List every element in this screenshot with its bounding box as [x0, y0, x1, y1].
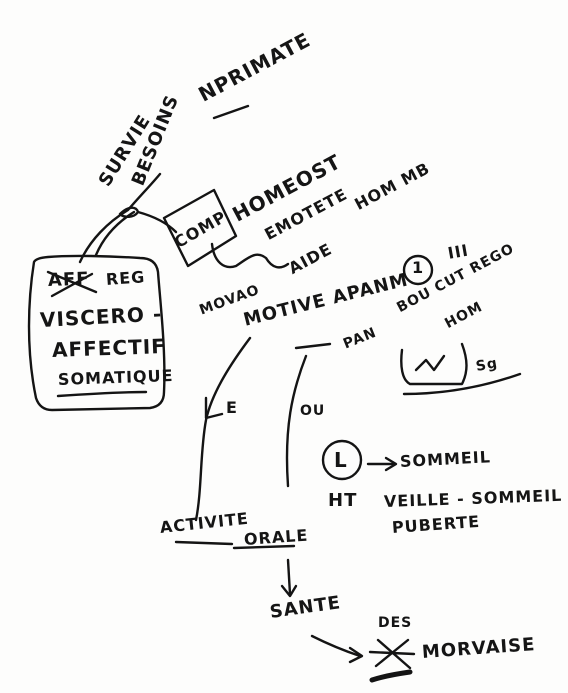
circle-one-outline — [402, 254, 434, 286]
somatique-underline — [56, 390, 148, 398]
label-circle-l: L — [334, 448, 348, 472]
heavy-underline — [369, 669, 413, 683]
crossed-mark-stroke-3 — [368, 650, 416, 656]
aff-cross-2 — [50, 272, 94, 298]
comp-box-outline — [162, 188, 238, 268]
arrow-down-to-sante — [286, 558, 292, 596]
box-sketch — [400, 342, 468, 386]
arrow-e-head — [204, 396, 224, 420]
label-roman-three: III — [446, 240, 471, 263]
left-box-outline — [27, 254, 166, 412]
box-line-viscero: VISCERO - — [39, 301, 163, 332]
comp-squiggle — [210, 242, 290, 269]
box-handle-stroke-2 — [94, 210, 136, 257]
label-des: DES — [378, 615, 413, 631]
label-sommeil: SOMMEIL — [399, 447, 492, 471]
activite-underline — [174, 540, 234, 546]
circle-l-outline — [321, 439, 363, 481]
label-ht: HT — [328, 490, 358, 511]
label-arrow-e: E — [226, 398, 238, 417]
label-circle-one: 1 — [412, 258, 425, 277]
box-line-somatique: SOMATIQUE — [57, 365, 174, 389]
label-orale: ORALE — [243, 525, 309, 549]
pan-line — [294, 342, 332, 350]
orale-underline — [232, 544, 296, 550]
label-sg: Sg — [474, 355, 500, 375]
arrow-down-head — [280, 584, 298, 598]
arrow-to-sommeil-head — [384, 456, 398, 472]
box-line-affectif: AFFECTIF — [51, 334, 167, 362]
label-ou: OU — [300, 403, 326, 419]
box-handle-stroke — [78, 172, 162, 264]
nprimate-underline — [212, 104, 250, 120]
curve-to-comp — [136, 210, 178, 234]
box-line-reg: REG — [105, 267, 146, 289]
aff-cross — [46, 270, 98, 294]
curve-ou — [285, 354, 308, 488]
box-line-aff: AFF — [47, 268, 90, 291]
curve-to-activite — [194, 336, 252, 522]
arrow-to-crossed — [310, 634, 362, 658]
arrow-to-crossed-head — [348, 646, 364, 664]
box-sketch-underline — [402, 372, 522, 396]
box-sketch-inner — [414, 354, 446, 372]
